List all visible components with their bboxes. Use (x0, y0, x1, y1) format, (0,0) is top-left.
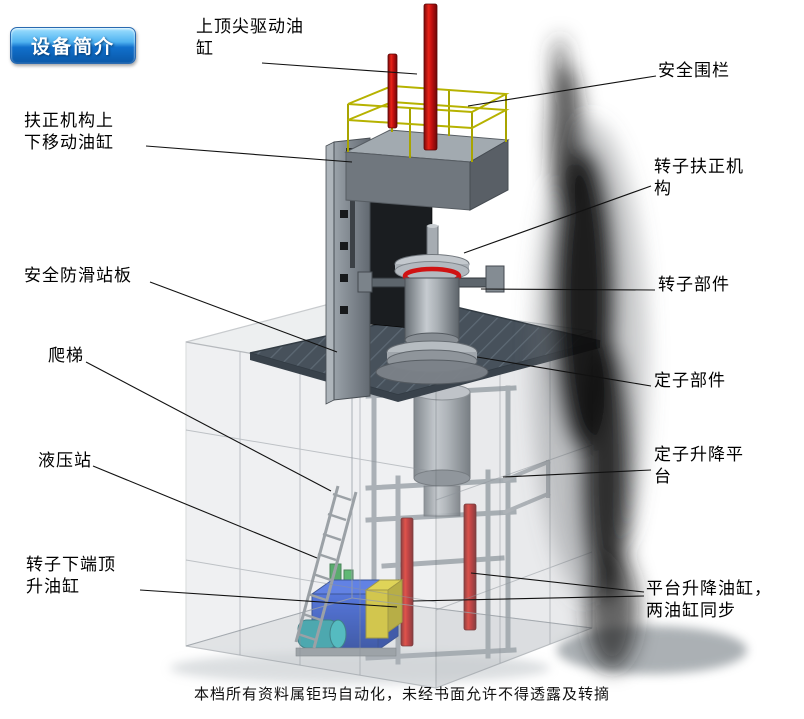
callout-ladder: 爬梯 (48, 346, 84, 366)
callout-anti-slip-platform: 安全防滑站板 (24, 266, 132, 286)
leader-platform-lift-cylinder-b (412, 595, 645, 602)
callout-stator-component: 定子部件 (654, 371, 726, 391)
callout-centering-lift-cylinder: 扶正机构上 下移动油缸 (24, 111, 114, 154)
callout-rotor-centering-mechanism: 转子扶正机 构 (654, 157, 744, 200)
callout-rotor-bottom-jack-cylinder: 转子下端顶 升油缸 (26, 555, 116, 598)
leader-ladder (85, 361, 332, 492)
leader-hydraulic-station (92, 465, 318, 559)
rotor-assembly (357, 224, 505, 385)
leader-rotor-bottom-jack-cylinder (139, 589, 398, 608)
callout-hydraulic-station: 液压站 (38, 451, 92, 471)
leader-rotor-component (480, 288, 656, 291)
top-drive-cylinder-graphic (387, 3, 438, 151)
ink-smudge (532, 36, 648, 670)
title-badge: 设备简介 (10, 27, 136, 64)
leader-safety-fence (467, 75, 657, 107)
leader-stator-component (476, 356, 652, 387)
callout-stator-lift-platform: 定子升降平 台 (654, 445, 744, 488)
leader-top-spindle-drive-cylinder (261, 62, 418, 75)
leader-lines (85, 62, 657, 608)
leader-centering-lift-cylinder (145, 145, 353, 163)
callout-top-spindle-drive-cylinder: 上顶尖驱动油 缸 (196, 17, 304, 60)
safety-fence-graphic (347, 84, 510, 162)
leader-platform-lift-cylinder-a (470, 572, 645, 593)
callout-platform-lift-cylinders: 平台升降油缸， 两油缸同步 (646, 579, 772, 622)
leader-anti-slip-platform (149, 281, 338, 353)
hydraulic-station-graphic (295, 563, 404, 657)
title-badge-label: 设备简介 (30, 36, 115, 58)
callout-safety-fence: 安全围栏 (658, 61, 730, 81)
leader-rotor-centering-mechanism (463, 185, 652, 254)
footer-disclaimer: 本档所有资料属钜玛自动化，未经书面允许不得透露及转摘 (193, 685, 610, 703)
stator-cylinder (413, 383, 471, 517)
leader-stator-lift-platform (502, 469, 652, 478)
callout-rotor-component: 转子部件 (658, 275, 730, 295)
ladder-graphic (294, 485, 358, 649)
centering-cylinder-rod (350, 150, 355, 268)
